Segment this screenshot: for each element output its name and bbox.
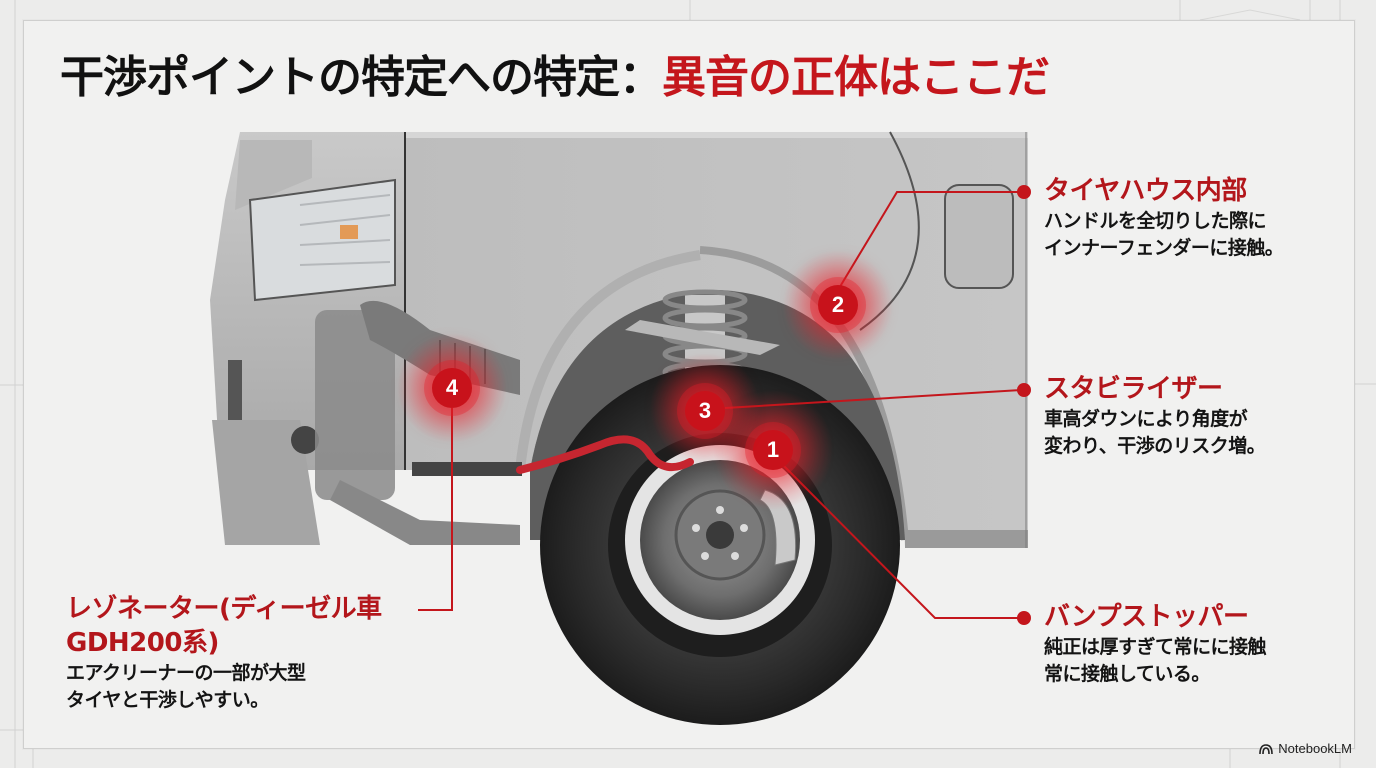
callout-heading: タイヤハウス内部: [1044, 176, 1247, 206]
branding: NotebookLM: [1259, 741, 1352, 756]
callout-line: ハンドルを全切りした際に: [1044, 210, 1267, 232]
callout-heading: バンプストッパー: [1044, 602, 1249, 632]
marker-3-stabilizer[interactable]: 3: [685, 391, 725, 431]
callout-bump-stopper: バンプストッパー 純正は厚すぎて常にに接触 常に接触している。: [1044, 600, 1267, 688]
title-accent: 異音の正体はここだ: [662, 52, 1050, 103]
callout-line: 車高ダウンにより角度が: [1044, 408, 1248, 430]
page-title: 干渉ポイントの特定への特定：異音の正体はここだ: [60, 46, 1050, 110]
callout-tire-house: タイヤハウス内部 ハンドルを全切りした際に インナーフェンダーに接触。: [1044, 174, 1284, 262]
callout-line: 常に接触している。: [1044, 663, 1210, 685]
marker-2-tire-house[interactable]: 2: [818, 285, 858, 325]
callout-line: インナーフェンダーに接触。: [1044, 237, 1284, 259]
callout-heading: GDH200系): [66, 628, 219, 658]
title-main: 干渉ポイントの特定への特定：: [60, 52, 663, 103]
stabilizer-bar: [516, 435, 694, 474]
marker-4-resonator[interactable]: 4: [432, 368, 472, 408]
callout-line: 変わり、干渉のリスク増。: [1044, 435, 1266, 457]
callout-line: エアクリーナーの一部が大型: [66, 662, 306, 684]
notebooklm-logo-icon: [1259, 743, 1274, 754]
leader-lines: [418, 191, 1023, 619]
marker-1-bump-stopper[interactable]: 1: [753, 430, 793, 470]
callout-resonator: レゾネーター(ディーゼル車 GDH200系) エアクリーナーの一部が大型 タイヤ…: [66, 592, 382, 714]
callout-stabilizer: スタビライザー 車高ダウンにより角度が 変わり、干渉のリスク増。: [1044, 372, 1266, 460]
callout-heading: レゾネーター(ディーゼル車: [66, 594, 382, 624]
callout-line: 純正は厚すぎて常にに接触: [1044, 636, 1267, 658]
brand-label: NotebookLM: [1278, 741, 1352, 756]
callout-heading: スタビライザー: [1044, 374, 1223, 404]
callout-line: タイヤと干渉しやすい。: [66, 689, 269, 711]
